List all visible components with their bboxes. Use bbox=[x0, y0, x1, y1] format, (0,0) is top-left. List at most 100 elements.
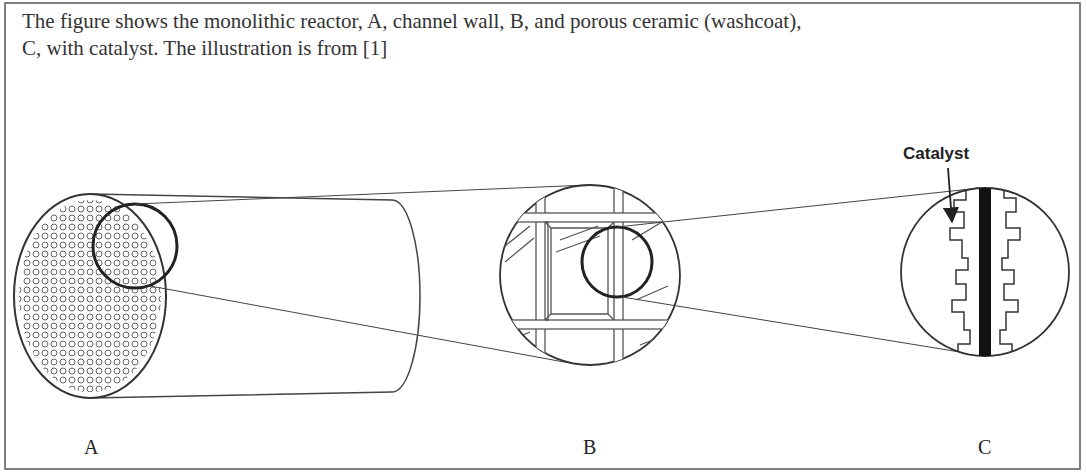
channel-hole bbox=[33, 305, 39, 311]
channel-hole bbox=[105, 296, 111, 302]
channel-hole bbox=[123, 296, 129, 302]
channel-hole bbox=[60, 260, 66, 266]
channel-hole bbox=[33, 287, 39, 293]
channel-hole bbox=[42, 368, 48, 374]
channel-hole bbox=[123, 341, 129, 347]
channel-hole bbox=[141, 242, 147, 248]
channel-hole bbox=[123, 305, 129, 311]
channel-hole bbox=[87, 224, 93, 230]
channel-hole bbox=[69, 386, 75, 392]
channel-hole bbox=[87, 323, 93, 329]
channel-hole bbox=[69, 341, 75, 347]
channel-hole bbox=[51, 341, 57, 347]
channel-hole bbox=[78, 251, 84, 257]
channel-hole bbox=[51, 296, 57, 302]
channel-hole bbox=[33, 242, 39, 248]
channel-hole bbox=[69, 350, 75, 356]
channel-hole bbox=[96, 305, 102, 311]
channel-hole bbox=[24, 287, 30, 293]
channel-hole bbox=[51, 287, 57, 293]
channel-hole bbox=[78, 314, 84, 320]
channel-hole bbox=[105, 305, 111, 311]
channel-hole bbox=[123, 332, 129, 338]
channel-hole bbox=[114, 242, 120, 248]
channel-hole bbox=[42, 269, 48, 275]
part-letter: B bbox=[583, 436, 596, 459]
channel-hole bbox=[114, 251, 120, 257]
channel-hole bbox=[33, 278, 39, 284]
channel-hole bbox=[114, 224, 120, 230]
channel-hole bbox=[60, 359, 66, 365]
channel-hole bbox=[141, 269, 147, 275]
channel-hole bbox=[51, 242, 57, 248]
channel-hole bbox=[132, 269, 138, 275]
channel-hole bbox=[132, 323, 138, 329]
channel-hole bbox=[114, 233, 120, 239]
channel-hole bbox=[33, 341, 39, 347]
channel-hole bbox=[69, 260, 75, 266]
channel-hole bbox=[96, 377, 102, 383]
channel-hole bbox=[60, 287, 66, 293]
channel-hole bbox=[132, 260, 138, 266]
channel-hole bbox=[33, 323, 39, 329]
channel-hole bbox=[96, 323, 102, 329]
channel-hole bbox=[132, 332, 138, 338]
channel-hole bbox=[24, 314, 30, 320]
channel-hole bbox=[51, 224, 57, 230]
channel-hole bbox=[60, 350, 66, 356]
part-letter: C bbox=[978, 436, 991, 459]
channel-hole bbox=[69, 377, 75, 383]
channel-hole bbox=[42, 251, 48, 257]
channel-hole bbox=[24, 332, 30, 338]
channel-hole bbox=[96, 386, 102, 392]
channel-hole bbox=[159, 296, 165, 302]
channel-hole bbox=[141, 305, 147, 311]
channel-hole bbox=[105, 341, 111, 347]
channel-hole bbox=[78, 278, 84, 284]
figure-caption: The figure shows the monolithic reactor,… bbox=[22, 8, 822, 62]
channel-hole bbox=[51, 233, 57, 239]
channel-hole bbox=[114, 350, 120, 356]
channel-hole bbox=[114, 260, 120, 266]
channel-hole bbox=[105, 350, 111, 356]
channel-hole bbox=[141, 278, 147, 284]
part-letter: A bbox=[84, 436, 98, 459]
channel-hole bbox=[150, 251, 156, 257]
channel-hole bbox=[96, 332, 102, 338]
channel-hole bbox=[114, 287, 120, 293]
channel-hole bbox=[96, 314, 102, 320]
channel-hole bbox=[87, 350, 93, 356]
channel-hole bbox=[96, 242, 102, 248]
channel-hole bbox=[42, 224, 48, 230]
channel-hole bbox=[60, 215, 66, 221]
channel-hole bbox=[60, 368, 66, 374]
channel-hole bbox=[51, 269, 57, 275]
channel-hole bbox=[60, 377, 66, 383]
channel-hole bbox=[33, 269, 39, 275]
channel-hole bbox=[42, 314, 48, 320]
channel-hole bbox=[60, 224, 66, 230]
channel-hole bbox=[42, 242, 48, 248]
channel-hole bbox=[123, 359, 129, 365]
leader-arrow bbox=[948, 168, 952, 222]
channel-hole bbox=[105, 251, 111, 257]
channel-hole bbox=[78, 242, 84, 248]
channel-hole bbox=[78, 386, 84, 392]
channel-hole bbox=[114, 368, 120, 374]
channel-hole bbox=[87, 314, 93, 320]
channel-hole bbox=[69, 287, 75, 293]
channel-hole bbox=[105, 386, 111, 392]
channel-hole bbox=[114, 341, 120, 347]
channel-hole bbox=[42, 350, 48, 356]
channel-hole bbox=[15, 305, 21, 311]
channel-hole bbox=[123, 224, 129, 230]
channel-hole bbox=[69, 323, 75, 329]
channel-hole bbox=[24, 269, 30, 275]
channel-hole bbox=[78, 224, 84, 230]
figure-frame bbox=[5, 3, 1080, 469]
channel-hole bbox=[87, 269, 93, 275]
channel-hole bbox=[69, 278, 75, 284]
channel-hole bbox=[150, 260, 156, 266]
channel-hole bbox=[105, 368, 111, 374]
channel-hole bbox=[114, 269, 120, 275]
